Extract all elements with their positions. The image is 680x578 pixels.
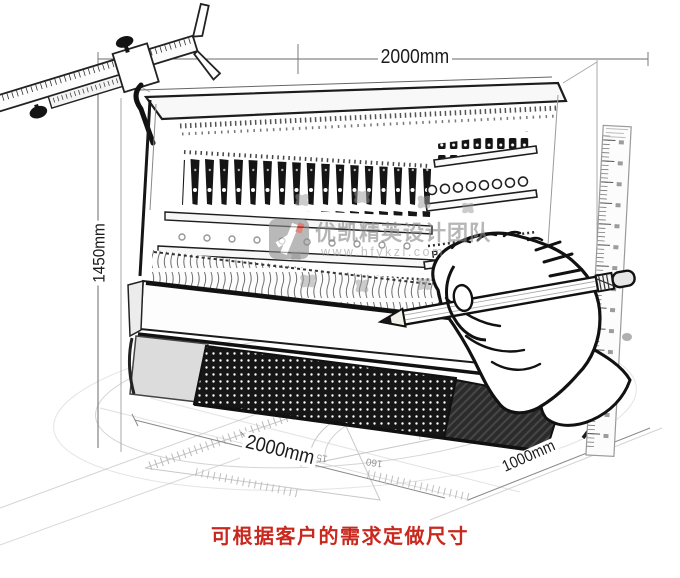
caliper-sketch [0,2,222,124]
watermark-url-text: www.hfykzl.com [321,245,445,259]
customization-note: 可根据客户的需求定做尺寸 [211,526,469,548]
watermark-logo-icon [269,219,309,259]
protractor-label-160: 160 [365,455,384,469]
ventilation-grille [192,344,458,440]
shelf-products-bottles [182,157,432,217]
ruler-pin [622,333,632,341]
shelf-products-cans [436,131,532,162]
dimension-label-width-top: 2000mm [378,47,452,67]
caliper-thumb-screw [115,36,134,53]
caliper-lock-screw [29,103,48,119]
hand-pencil-sketch [377,230,636,427]
set-square-sketch [144,395,473,502]
shelf-products-cups [426,176,529,196]
watermark: 优凯精英设计团队 www.hfykzl.com [269,219,509,271]
watermark-brand-text: 优凯精英设计团队 [315,222,491,245]
dimension-label-height-left: 1450mm [90,220,109,286]
